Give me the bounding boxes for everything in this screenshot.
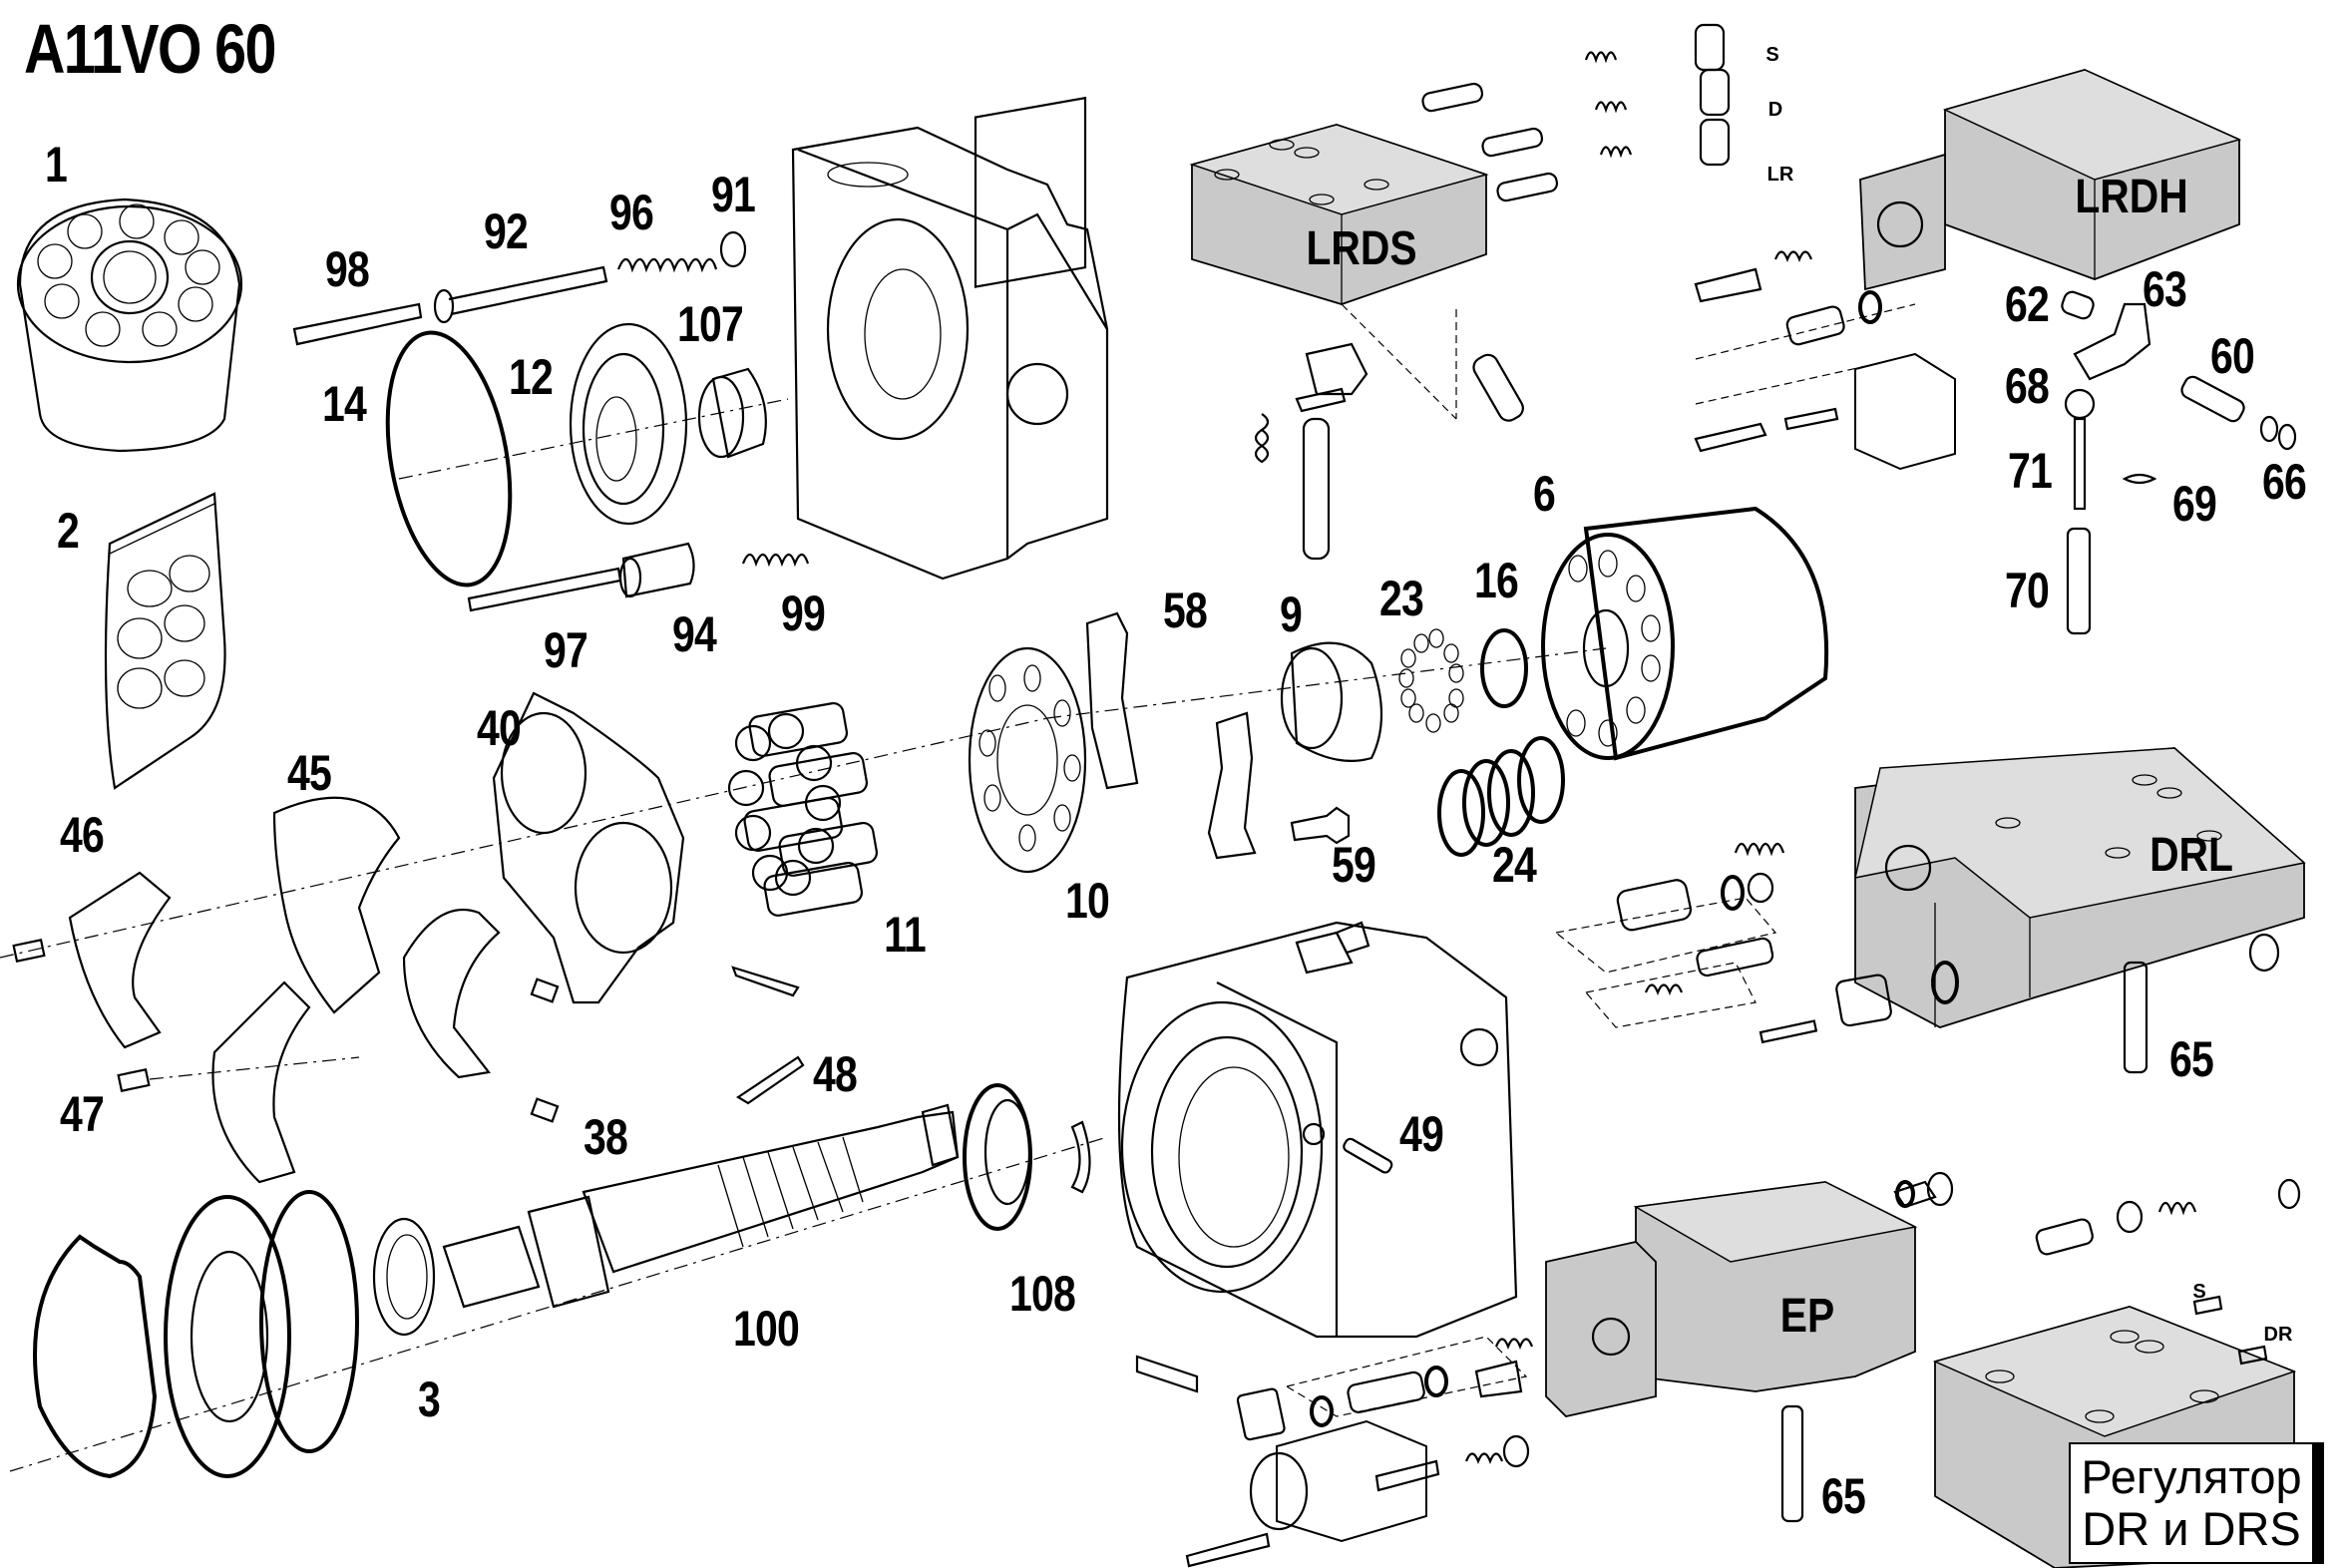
part-label-65-drl: 65	[2169, 1031, 2214, 1087]
block-label-drl: DRL	[2150, 829, 2233, 882]
ring-part-16	[1480, 628, 1528, 708]
guides-part-58	[1085, 611, 1257, 860]
part-label-96: 96	[609, 185, 654, 240]
part-label-11: 11	[884, 907, 927, 963]
part-label-62: 62	[2005, 276, 2050, 332]
block-label-lrds: LRDS	[1306, 222, 1417, 275]
lever-assembly-60-71	[2061, 290, 2297, 635]
part-label-66: 66	[2262, 454, 2307, 510]
part-label-1: 1	[45, 137, 68, 193]
block-label-lrdh: LRDH	[2075, 171, 2188, 223]
part-label-92: 92	[484, 203, 529, 259]
part-label-48: 48	[813, 1046, 858, 1102]
rod-assembly-98-92-96-91	[292, 230, 747, 346]
retaining-plate-part-10	[968, 646, 1087, 874]
part-label-68: 68	[2005, 358, 2050, 414]
lrds-regulator-block	[1189, 23, 1731, 561]
part-label-98: 98	[325, 241, 370, 297]
part-label-71: 71	[2008, 443, 2053, 499]
part-label-47: 47	[60, 1086, 105, 1142]
part-label-60: 60	[2210, 328, 2255, 384]
block-label-ep: EP	[1779, 1290, 1835, 1343]
port-label-d: D	[1767, 99, 1783, 121]
part-label-94: 94	[672, 606, 717, 662]
needle-bearing-part-107	[697, 367, 767, 459]
part-label-14: 14	[322, 376, 367, 432]
part-label-16: 16	[1474, 553, 1519, 608]
pump-housing	[1117, 921, 1518, 1339]
port-plate-part-12	[569, 322, 688, 526]
lrdh-regulator-block	[1694, 69, 2242, 471]
regulator-caption-line1: Регулятор	[2081, 1450, 2302, 1504]
part-label-23: 23	[1379, 571, 1424, 626]
part-label-97: 97	[544, 622, 588, 678]
part-label-49: 49	[1399, 1106, 1444, 1162]
ep-regulator-block	[1135, 1171, 1954, 1568]
rotary-group-part-1	[16, 197, 243, 453]
seal-kit-part-2	[104, 492, 226, 790]
spherical-bushing-part-9	[1280, 641, 1383, 762]
regulator-caption-line2: DR и DRS	[2082, 1502, 2301, 1555]
port-label-lr: LR	[1766, 164, 1794, 186]
shaft-seal-part-3	[33, 1190, 436, 1479]
cradle-bearings-45-46	[12, 796, 805, 1184]
bearing-part-108	[963, 1083, 1091, 1231]
part-label-40: 40	[477, 700, 522, 756]
part-label-2: 2	[57, 503, 80, 559]
part-label-12: 12	[509, 349, 554, 405]
port-label-dr: DR	[2263, 1324, 2293, 1346]
part-label-6: 6	[1533, 466, 1556, 522]
swashplate-part-40	[492, 691, 685, 1004]
rings-part-24	[1437, 736, 1565, 857]
springs-part-23	[1398, 628, 1464, 733]
part-label-99: 99	[781, 586, 826, 641]
part-label-108: 108	[1009, 1266, 1076, 1322]
part-label-38: 38	[584, 1109, 628, 1165]
part-label-65-ep: 65	[1821, 1468, 1866, 1524]
part-label-100: 100	[733, 1301, 800, 1357]
part-label-63: 63	[2143, 261, 2187, 317]
pistons-part-11	[727, 701, 879, 917]
part-label-91: 91	[711, 167, 756, 222]
cylinder-part-6	[1541, 506, 1829, 761]
drive-shaft-part-100	[442, 1103, 960, 1309]
drl-regulator-block	[1554, 747, 2306, 1074]
port-label-dr-s: S	[2192, 1281, 2206, 1303]
part-label-9: 9	[1280, 587, 1303, 642]
o-ring-part-14	[385, 330, 513, 588]
port-label-s: S	[1765, 44, 1779, 66]
part-label-24: 24	[1492, 837, 1537, 893]
part-label-69: 69	[2172, 476, 2217, 532]
part-label-45: 45	[287, 745, 332, 801]
part-label-3: 3	[418, 1372, 441, 1427]
part-label-107: 107	[677, 296, 744, 352]
screw-part-59	[1290, 806, 1351, 845]
rod-assembly-97-94-99	[467, 542, 810, 612]
part-label-46: 46	[60, 807, 105, 863]
part-label-58: 58	[1163, 583, 1208, 638]
part-label-59: 59	[1332, 837, 1376, 893]
part-label-10: 10	[1065, 873, 1110, 929]
part-label-70: 70	[2005, 563, 2050, 618]
port-housing-upper	[791, 96, 1109, 581]
assembly-axis-lines	[0, 398, 1607, 1472]
diagram-title: A11VO 60	[24, 10, 276, 88]
regulator-caption-box: Регулятор DR и DRS	[2069, 1442, 2324, 1564]
